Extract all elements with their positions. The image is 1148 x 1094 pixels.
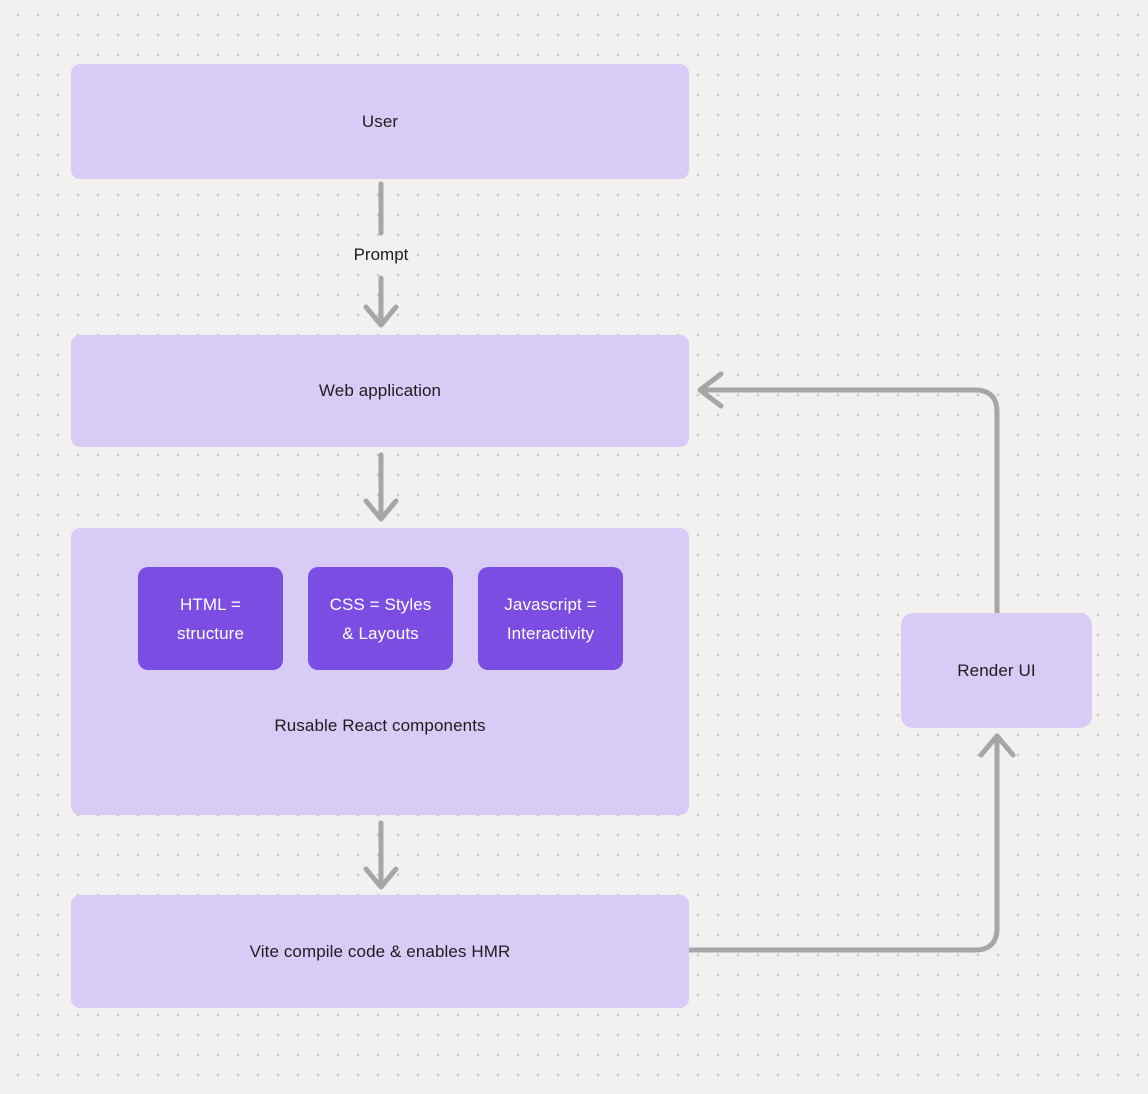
connector-renderui-to-webapp [697, 371, 1000, 616]
chip-javascript-line1: Javascript = [504, 594, 597, 614]
chip-row: HTML = structure CSS = Styles & Layouts … [138, 567, 623, 670]
arrow-components-to-vite [363, 820, 399, 890]
chip-css-line2: & Layouts [342, 623, 419, 643]
chip-javascript-line2: Interactivity [506, 623, 595, 643]
chip-html-line1: HTML = [180, 594, 241, 614]
chip-html-line2: structure [176, 623, 245, 643]
node-render-ui[interactable]: Render UI [901, 613, 1092, 728]
node-user-label: User [361, 111, 399, 131]
chip-javascript[interactable]: Javascript = Interactivity [478, 567, 623, 670]
chip-html[interactable]: HTML = structure [138, 567, 283, 670]
chip-css-line1: CSS = Styles [329, 594, 432, 614]
node-render-ui-label: Render UI [957, 660, 1036, 680]
node-vite-label: Vite compile code & enables HMR [249, 941, 511, 961]
node-user[interactable]: User [71, 64, 689, 179]
connector-vite-to-renderui [686, 733, 1016, 953]
node-components-container[interactable]: HTML = structure CSS = Styles & Layouts … [71, 528, 689, 815]
node-web-application[interactable]: Web application [71, 335, 689, 447]
node-vite[interactable]: Vite compile code & enables HMR [71, 895, 689, 1008]
arrow-webapp-to-components [363, 452, 399, 522]
node-web-application-label: Web application [318, 381, 442, 400]
chip-css[interactable]: CSS = Styles & Layouts [308, 567, 453, 670]
components-caption: Rusable React components [274, 716, 486, 735]
prompt-edge-label: Prompt [353, 245, 409, 264]
